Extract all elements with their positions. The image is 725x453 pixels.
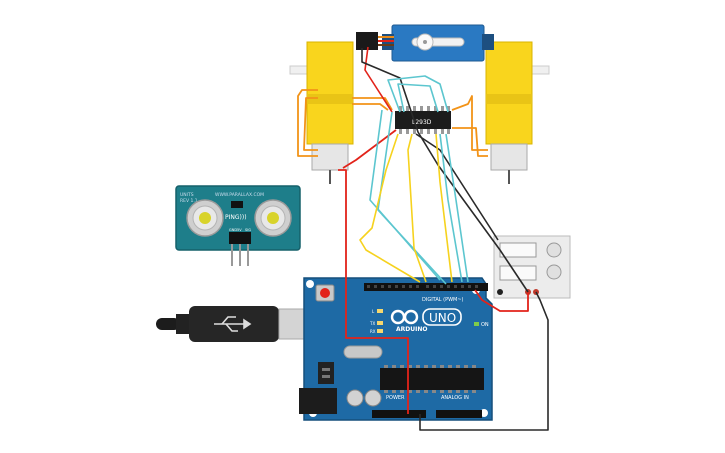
h-bridge-label: L293D bbox=[412, 119, 432, 126]
wire-red-motor[interactable] bbox=[342, 129, 397, 169]
led-rx bbox=[377, 329, 383, 333]
power-led bbox=[474, 322, 479, 326]
wire-cyan-6[interactable] bbox=[445, 133, 469, 283]
sensor-pin-header bbox=[229, 232, 251, 244]
sensor-pin-label-2: SIG bbox=[245, 228, 251, 232]
wire-black-ground[interactable] bbox=[361, 48, 529, 293]
wire-orange-5[interactable] bbox=[451, 95, 488, 151]
sensor-transducer-right bbox=[254, 199, 292, 237]
led-l bbox=[377, 309, 383, 313]
led-label-l: L bbox=[372, 309, 375, 314]
arduino-logo-text: ARDUINO bbox=[396, 326, 427, 333]
analog-header-label: ANALOG IN bbox=[441, 395, 469, 401]
sensor-chip bbox=[231, 201, 243, 208]
ps-terminal-ground[interactable] bbox=[497, 289, 503, 295]
right-gear-motor[interactable] bbox=[485, 41, 550, 184]
servo-motor[interactable] bbox=[356, 24, 494, 62]
servo-horn bbox=[411, 33, 465, 51]
wire-orange-4[interactable] bbox=[352, 103, 389, 111]
wire-red-supply[interactable] bbox=[474, 289, 529, 312]
sensor-model-text: UNITS bbox=[180, 192, 194, 198]
wire-cyan-2[interactable] bbox=[397, 83, 439, 113]
wire-cyan-1[interactable] bbox=[387, 75, 449, 113]
usb-cable[interactable] bbox=[156, 306, 312, 342]
wire-orange-6[interactable] bbox=[452, 127, 488, 157]
sensor-rev-text: REV 1.1 bbox=[180, 198, 198, 204]
wire-yellow-2[interactable] bbox=[359, 133, 421, 283]
wire-orange-2[interactable] bbox=[303, 97, 318, 151]
arduino-infinity-logo bbox=[390, 309, 419, 325]
sensor-transducer-left bbox=[186, 199, 224, 237]
led-tx bbox=[377, 321, 383, 325]
ultrasonic-sensor[interactable]: UNITS REV 1.1 WWW.PARALLAX.COM PING))) G… bbox=[175, 185, 301, 266]
wire-orange-3[interactable] bbox=[352, 97, 393, 111]
led-label-tx: TX bbox=[369, 321, 375, 326]
dc-power-jack[interactable] bbox=[299, 388, 337, 414]
current-display bbox=[499, 265, 537, 281]
digital-header-label: DIGITAL (PWM~) bbox=[422, 297, 464, 303]
arduino-model-text: UNO bbox=[429, 311, 456, 325]
wire-yellow-3[interactable] bbox=[435, 133, 453, 283]
wire-red-servo[interactable] bbox=[364, 46, 393, 113]
wire-yellow-1[interactable] bbox=[407, 133, 427, 283]
atmega-chip bbox=[380, 368, 484, 390]
servo-connector bbox=[356, 32, 378, 50]
capacitor-2 bbox=[364, 389, 382, 407]
wire-black-arduino-gnd[interactable] bbox=[419, 291, 549, 431]
wires bbox=[297, 46, 549, 431]
usb-icon bbox=[214, 316, 252, 332]
sensor-pin-label-1: 5V bbox=[237, 228, 242, 232]
voltage-knob[interactable] bbox=[546, 242, 562, 258]
power-supply-module[interactable] bbox=[493, 235, 571, 299]
current-knob[interactable] bbox=[546, 264, 562, 280]
wire-cyan-4[interactable] bbox=[377, 111, 447, 285]
wire-red-arduino-5v[interactable] bbox=[338, 169, 409, 414]
crystal-oscillator bbox=[343, 345, 383, 359]
wire-cyan-5[interactable] bbox=[439, 133, 463, 283]
arduino-uno-board[interactable]: DIGITAL (PWM~) L TX RX ARDUINO UNO ON bbox=[299, 277, 493, 421]
analog-pin-header[interactable] bbox=[436, 410, 482, 418]
wire-black-2[interactable] bbox=[415, 133, 499, 241]
sensor-brand-text: PING))) bbox=[225, 214, 247, 221]
on-label: ON bbox=[481, 322, 489, 328]
usb-cable-end bbox=[156, 318, 180, 330]
power-pin-header[interactable] bbox=[372, 410, 426, 418]
power-header-label: POWER bbox=[386, 395, 405, 401]
l293d-h-bridge[interactable]: L293D bbox=[395, 106, 451, 134]
voltage-regulator bbox=[318, 362, 334, 384]
voltage-display bbox=[499, 242, 537, 258]
led-label-rx: RX bbox=[370, 329, 376, 334]
capacitor-1 bbox=[346, 389, 364, 407]
left-gear-motor[interactable] bbox=[289, 41, 354, 184]
sensor-pin-label-0: GND bbox=[229, 228, 237, 232]
wire-orange-1[interactable] bbox=[297, 89, 318, 157]
sensor-url-text: WWW.PARALLAX.COM bbox=[215, 192, 264, 198]
